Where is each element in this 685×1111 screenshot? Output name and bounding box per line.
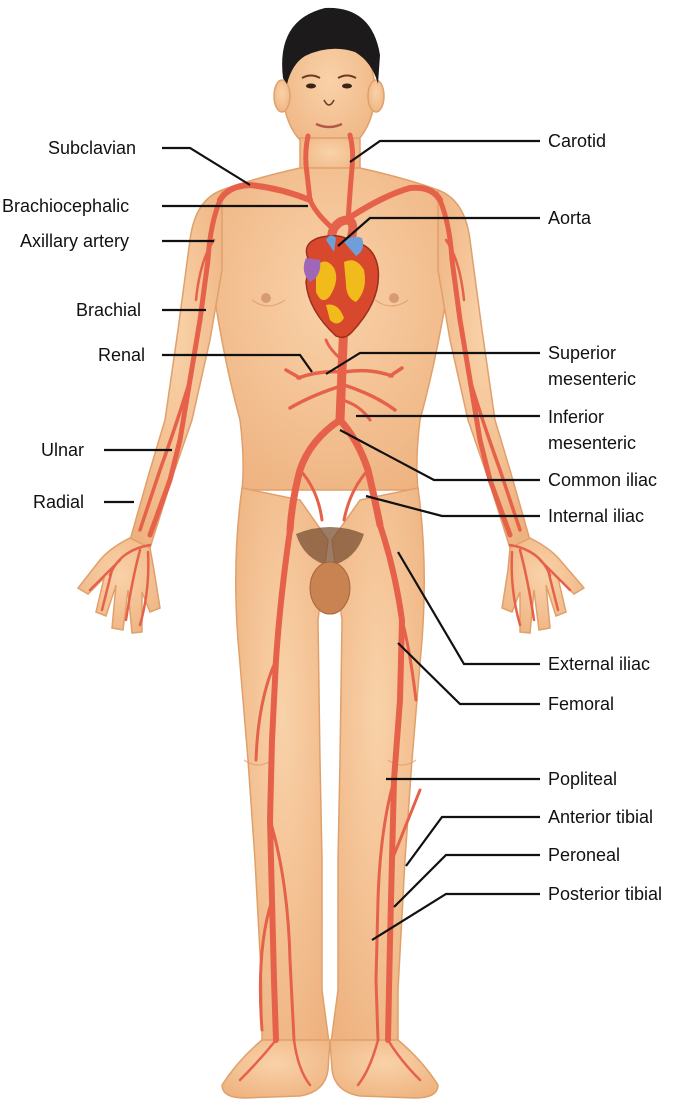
artery-palmar-right	[508, 543, 572, 627]
label-carotid: Carotid	[548, 131, 607, 151]
label-renal: Renal	[98, 345, 146, 365]
artery-leg-branch-left	[254, 658, 296, 1042]
artery-carotid-right	[345, 132, 356, 225]
artery-radial-left	[138, 378, 192, 532]
artery-carotid-left	[303, 133, 333, 229]
label-femoral: Femoral	[548, 694, 615, 714]
hand-right	[501, 537, 586, 634]
leader-posterior-tibial	[371, 892, 540, 941]
leader-peroneal	[393, 853, 540, 908]
leader-anterior-tibial	[405, 815, 540, 867]
leader-subclavian	[162, 146, 251, 186]
artery-foot-left	[238, 1038, 312, 1087]
label-superior-mesenteric-line2: mesenteric	[548, 369, 637, 389]
label-inferior-mesenteric-line2: mesenteric	[548, 433, 637, 453]
label-external-iliac: External iliac	[548, 654, 651, 674]
label-superior-mesenteric-line1: Superior	[548, 343, 617, 363]
heart	[303, 235, 380, 339]
groin	[296, 527, 364, 615]
label-common-iliac: Common iliac	[548, 470, 658, 490]
leader-common-iliac	[339, 429, 540, 482]
heart-atrium	[303, 258, 321, 282]
hair	[282, 7, 380, 84]
leader-carotid	[349, 139, 540, 163]
artery-arm-branch-left	[194, 238, 216, 302]
artery-palmar-left	[88, 543, 152, 627]
heart-vena-cava	[326, 235, 364, 256]
label-radial: Radial	[33, 492, 85, 512]
heart-body	[305, 235, 380, 339]
artery-internal-iliac	[298, 468, 370, 522]
artery-mesenteric	[324, 338, 372, 422]
label-axillary-artery: Axillary artery	[20, 231, 130, 251]
artery-femoral-left	[267, 527, 293, 1043]
leader-external-iliac	[397, 551, 540, 666]
leg-left	[235, 487, 331, 1051]
foot-right	[329, 1039, 439, 1099]
ear-right	[367, 79, 385, 113]
face	[301, 74, 357, 129]
label-popliteal: Popliteal	[548, 769, 618, 789]
artery-femoral-right	[377, 522, 405, 1043]
leader-renal	[162, 353, 313, 373]
label-posterior-tibial: Posterior tibial	[548, 884, 663, 904]
heart-fat	[316, 260, 365, 324]
ear-left	[273, 79, 291, 113]
leader-internal-iliac	[365, 494, 540, 518]
label-brachial: Brachial	[76, 300, 142, 320]
artery-foot-right	[356, 1038, 422, 1087]
artery-subclavian-right	[349, 184, 443, 219]
label-ulnar: Ulnar	[41, 440, 85, 460]
artery-renal	[284, 366, 404, 412]
foot-left	[221, 1039, 331, 1099]
label-subclavian: Subclavian	[48, 138, 137, 158]
leader-aorta	[337, 216, 540, 247]
leader-lines	[104, 139, 540, 941]
label-aorta: Aorta	[548, 208, 592, 228]
leader-superior-mesenteric	[325, 351, 540, 375]
leader-femoral	[397, 642, 540, 706]
artery-arm-branch-right	[444, 238, 466, 302]
label-anterior-tibial: Anterior tibial	[548, 807, 654, 827]
label-brachiocephalic: Brachiocephalic	[2, 196, 130, 216]
label-inferior-mesenteric-line1: Inferior	[548, 407, 605, 427]
label-peroneal: Peroneal	[548, 845, 621, 865]
label-internal-iliac: Internal iliac	[548, 506, 645, 526]
artery-radial-right	[468, 378, 522, 532]
